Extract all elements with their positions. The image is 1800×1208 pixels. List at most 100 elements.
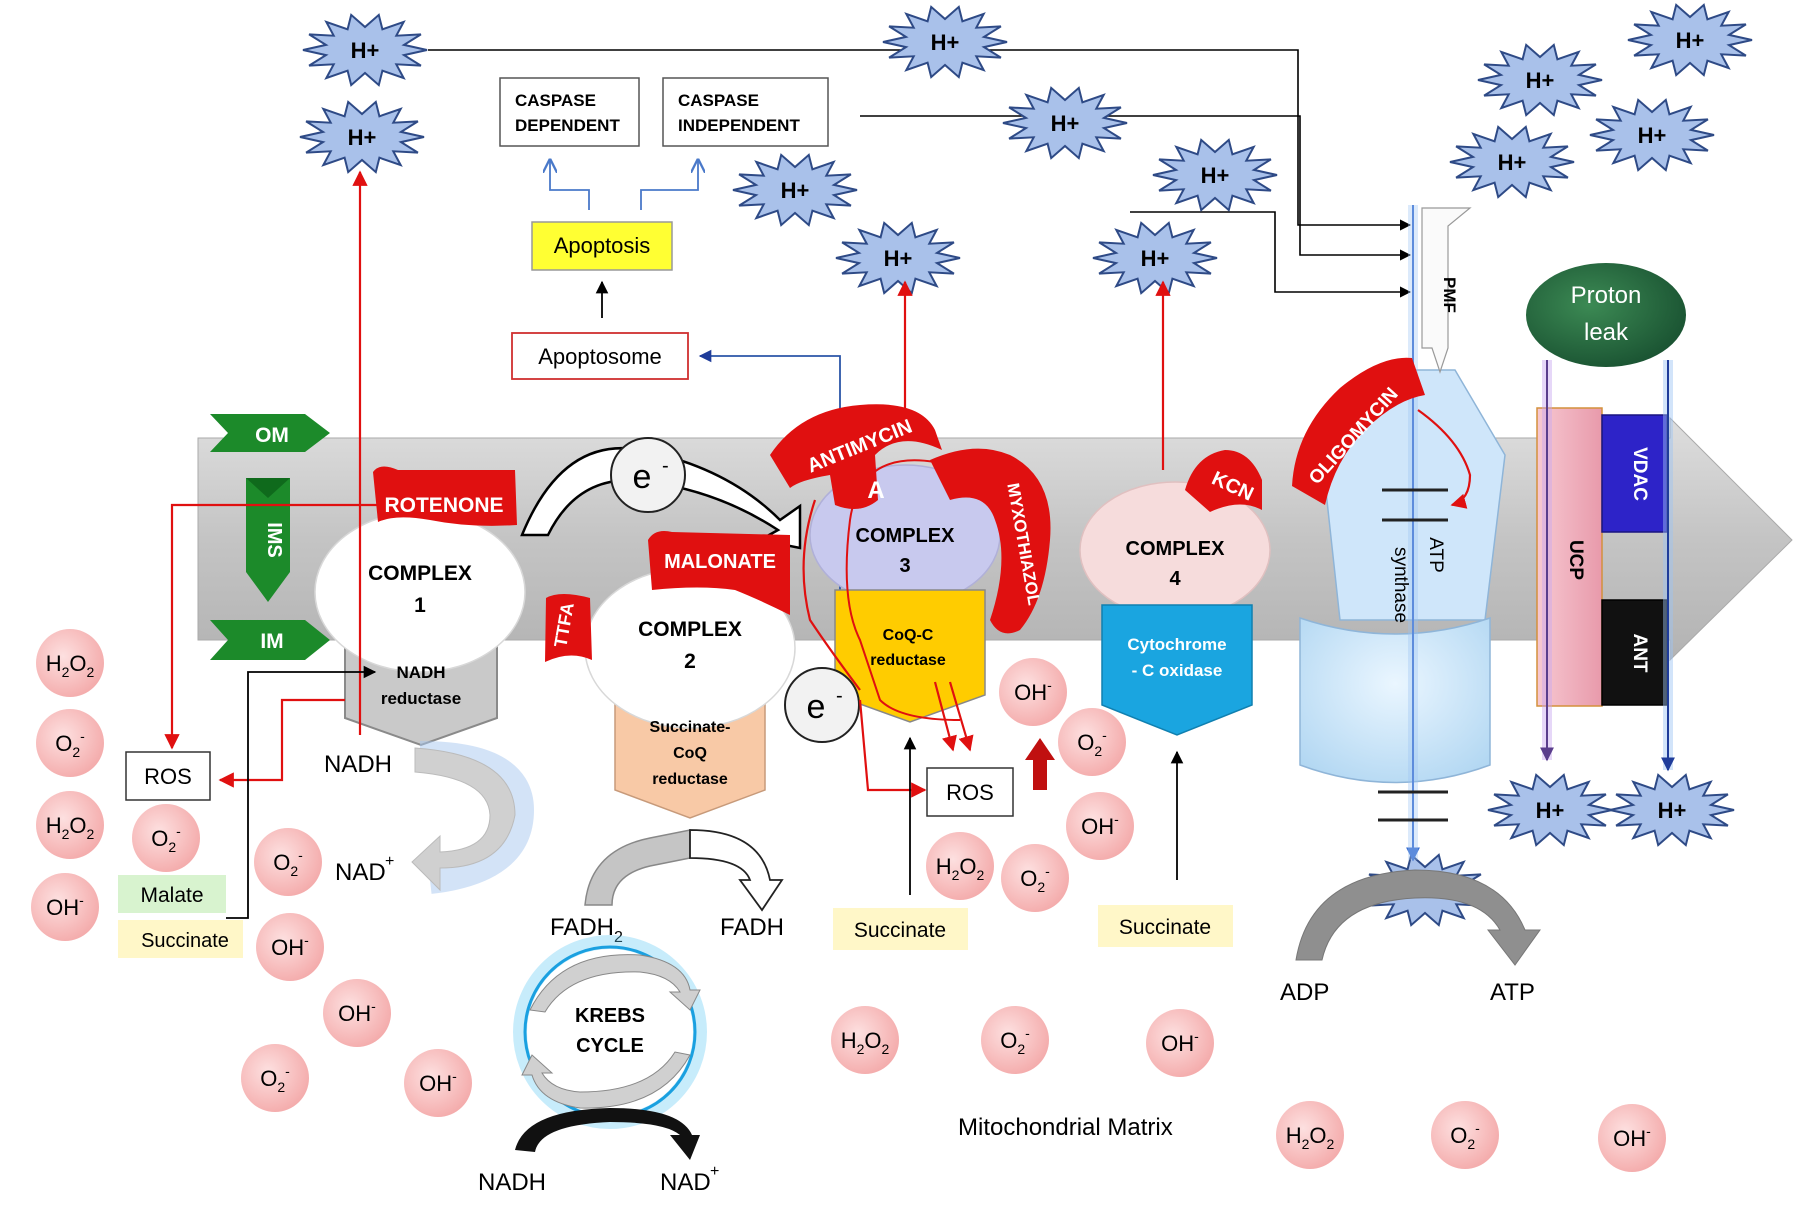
- nad-plus-c1: +: [385, 853, 394, 870]
- proton-star-shape: [732, 153, 858, 227]
- adp-atp: ADP ATP: [1280, 869, 1541, 1006]
- malonate-shape: [648, 531, 790, 615]
- proton-leak-line2: leak: [1584, 319, 1629, 346]
- proton-label: H+: [1498, 150, 1527, 175]
- species-formula: O2-: [273, 847, 303, 879]
- proton-burst: H+: [1589, 98, 1715, 172]
- fadh2-label: FADH: [550, 914, 614, 941]
- fadh2-sub: 2: [614, 929, 623, 946]
- apoptosome-label: Apoptosome: [538, 344, 662, 369]
- coq-c-line2: reductase: [870, 652, 946, 669]
- complex-4: COMPLEX 4 Cytochrome - C oxidase: [1079, 481, 1271, 736]
- succinate-c4-label: Succinate: [1119, 916, 1211, 939]
- nadh-label-c1: NADH: [324, 751, 392, 778]
- species-formula: H2O2: [46, 651, 95, 680]
- nadh-bottom-label: NADH: [478, 1169, 546, 1196]
- ros-species-group: H2O2O2-H2O2OH-O2-O2-OH-OH-O2-OH-OH-O2-OH…: [31, 629, 1666, 1172]
- complex-4-num: 4: [1169, 568, 1181, 590]
- nadh-curve-arrow: [411, 747, 516, 892]
- im-arrow: [210, 620, 330, 660]
- oh-species: OH-: [1598, 1104, 1666, 1172]
- proton-burst: H+: [1092, 221, 1218, 295]
- nadh-reductase-line2: reductase: [381, 689, 461, 708]
- caspase-independent-box: [662, 77, 829, 147]
- h2o2-species: H2O2: [926, 832, 994, 900]
- electron-1-circle: [610, 437, 686, 513]
- electron-1-sup: -: [662, 455, 669, 477]
- malonate-label: MALONATE: [664, 551, 776, 573]
- species-circle: [999, 658, 1067, 726]
- coq-c-line1: CoQ-C: [883, 627, 934, 644]
- apoptosis-branch-right: [640, 160, 698, 210]
- proton-burst: H+: [1002, 86, 1128, 160]
- electron-2-label: e: [807, 688, 826, 726]
- oh-species: OH-: [999, 658, 1067, 726]
- complex-1: COMPLEX 1 NADH reductase: [314, 511, 526, 747]
- species-formula: O2-: [1450, 1120, 1480, 1152]
- species-formula: O2-: [1000, 1025, 1030, 1057]
- h2o2-species: H2O2: [831, 1006, 899, 1074]
- ucp-label: UCP: [1565, 540, 1586, 580]
- caspase-dependent-box: [499, 77, 640, 147]
- kcn-shape: [1185, 450, 1262, 512]
- antimycin-shape: [770, 404, 942, 509]
- species-circle: [1066, 792, 1134, 860]
- proton-burst: H+: [1487, 773, 1613, 847]
- species-circle: [256, 913, 324, 981]
- electron-transfer: e - e -: [520, 437, 860, 743]
- o2-species: O2-: [36, 709, 104, 777]
- species-formula: OH-: [338, 998, 376, 1026]
- ims-arrow: [246, 478, 290, 602]
- coq-ros-arrow-2: [948, 681, 974, 752]
- atp-synthase: ATP synthase PMF: [1299, 205, 1506, 862]
- adp-label: ADP: [1280, 979, 1329, 1006]
- species-formula: O2-: [55, 728, 85, 760]
- proton-label: H+: [351, 38, 380, 63]
- species-formula: OH-: [46, 892, 84, 920]
- ims-arrow-top: [246, 478, 290, 498]
- oligomycin-shape: [1292, 357, 1425, 505]
- species-circle: [36, 791, 104, 859]
- proton-label: H+: [1526, 68, 1555, 93]
- atp-label: ATP: [1490, 979, 1535, 1006]
- succinate-c3-label: Succinate: [854, 919, 946, 942]
- succinate-right: Succinate Succinate: [833, 736, 1233, 950]
- apoptosome-box: [511, 332, 689, 380]
- krebs-line2: CYCLE: [576, 1035, 644, 1057]
- proton-label: H+: [1676, 28, 1705, 53]
- o2-species: O2-: [1431, 1101, 1499, 1169]
- cytochrome-line2: - C oxidase: [1132, 661, 1223, 680]
- o2-species: O2-: [241, 1044, 309, 1112]
- proton-star-shape: [1487, 773, 1613, 847]
- krebs-arrow-top: [529, 954, 701, 1013]
- succinate-coq-line3: reductase: [652, 771, 728, 788]
- om-label: OM: [255, 424, 289, 447]
- proton-burst: H+: [1477, 43, 1603, 117]
- species-formula: OH-: [419, 1068, 457, 1096]
- ros-boxes: ROS ROS: [125, 751, 1014, 817]
- ros-box-right: [926, 767, 1014, 817]
- myxothiazol-shape: [930, 448, 1051, 634]
- fadh-curve-white: [689, 829, 784, 912]
- o2-species: O2-: [1001, 844, 1069, 912]
- caspase-independent-line1: CASPASE: [678, 91, 759, 110]
- apoptosis-box: [531, 221, 673, 271]
- antimycin-ros-arrow: [802, 499, 861, 691]
- proton-label: H+: [781, 178, 810, 203]
- proton-star-shape: [1449, 125, 1575, 199]
- species-formula: O2-: [1020, 863, 1050, 895]
- proton-leak-line1: Proton: [1571, 282, 1642, 309]
- nad-bottom-label: NAD: [660, 1169, 711, 1196]
- proton-label: H+: [1658, 798, 1687, 823]
- electron-1-label: e: [633, 458, 652, 496]
- fadh-curve: FADH 2 FADH: [550, 829, 784, 946]
- species-circle: [981, 1006, 1049, 1074]
- succinate-left-bg: [118, 920, 243, 958]
- proton-burst: H+: [882, 5, 1008, 79]
- proton-star-shape: [1002, 86, 1128, 160]
- pmf-arrow: [1421, 207, 1472, 374]
- cytochrome-c-oxidase-shape: [1101, 604, 1253, 736]
- cytochrome-line1: Cytochrome: [1127, 635, 1226, 654]
- species-circle: [241, 1044, 309, 1112]
- species-formula: OH-: [1014, 677, 1052, 705]
